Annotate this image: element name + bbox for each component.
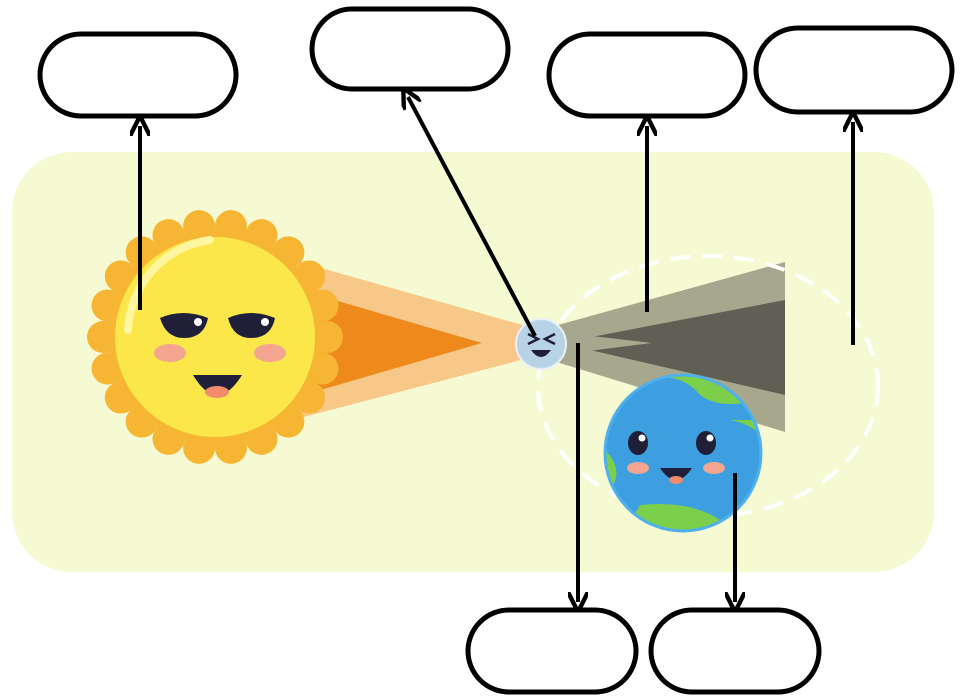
label-box-orbit[interactable] [753,25,955,115]
label-box-umbra[interactable] [465,607,639,695]
label-box-earth[interactable] [648,607,822,695]
shadow-umbra [560,300,785,395]
arrow-moon [408,97,537,337]
moon-icon [515,318,567,370]
label-box-moon[interactable] [309,6,511,92]
sun-umbra-cone [300,290,482,396]
label-box-penumbra[interactable] [546,31,748,119]
shadow-core [540,330,652,357]
label-box-sun[interactable] [37,31,239,119]
sun-icon [87,210,343,464]
